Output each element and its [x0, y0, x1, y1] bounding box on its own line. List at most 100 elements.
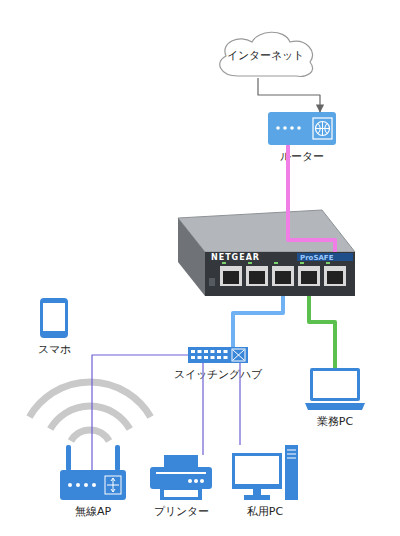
hub-icon: [188, 347, 248, 363]
pc-tower: [285, 445, 298, 500]
node-label: プリンター: [111, 505, 251, 518]
monitor-display: [235, 456, 279, 484]
phone-screen: [43, 303, 65, 331]
network-cable: [233, 296, 283, 347]
hub-port: [224, 356, 228, 359]
router-node: ルーター: [268, 112, 336, 145]
ap-body: [60, 470, 126, 500]
printer-sheet: [164, 490, 198, 497]
node-label: 私用PC: [195, 505, 335, 518]
router-led: [283, 126, 287, 130]
router-globe: [316, 122, 330, 136]
ap-led: [92, 483, 96, 487]
hub-port: [204, 356, 208, 359]
network-cable: [309, 296, 335, 368]
ap-symbol-frame: [105, 476, 121, 494]
laptop-node: 業務PC: [305, 368, 365, 410]
network-cable: [258, 78, 320, 112]
brand-label: ProSAFE: [300, 254, 333, 262]
printer-button: [188, 479, 192, 483]
hub-port: [217, 356, 221, 359]
hub-port: [224, 350, 228, 353]
router-led: [297, 126, 301, 130]
monitor-stand: [253, 489, 261, 495]
wifi-arc: [29, 382, 150, 417]
switch-port-socket: [301, 271, 317, 284]
access-point-node: 無線AP: [60, 470, 126, 500]
hub-body: [188, 347, 248, 363]
printer-tray: [160, 489, 202, 500]
phone-icon: [40, 298, 68, 338]
printer-button: [194, 479, 198, 483]
network-cable: [239, 363, 240, 445]
node-label: インターネット: [210, 28, 320, 78]
network-cable: [92, 355, 188, 470]
printer-button: [200, 479, 204, 483]
wifi-arc: [71, 430, 109, 441]
hub-switch-cross: [233, 350, 244, 360]
switch-port: [324, 266, 346, 286]
switch-power: [209, 278, 215, 286]
printer-slot: [156, 472, 206, 474]
hub-switch-box: [232, 349, 245, 361]
router-icon: [268, 112, 336, 145]
switch-led: [300, 262, 304, 264]
switch-led: [248, 262, 252, 264]
switch-port: [220, 266, 242, 286]
monitor-frame: [232, 453, 282, 489]
laptop-display: [313, 371, 357, 398]
router-led: [290, 126, 294, 130]
hub-port: [191, 356, 195, 359]
hub-port: [204, 350, 208, 353]
ap-icon: [60, 470, 126, 500]
printer-icon: [150, 455, 212, 500]
network-cable: [288, 145, 335, 252]
hub-port: [191, 350, 195, 353]
node-label: 無線AP: [23, 505, 163, 518]
monitor-icon: [232, 445, 298, 500]
switch-side-face: [178, 218, 205, 296]
ap-led: [84, 483, 88, 487]
ap-antenna: [66, 445, 71, 471]
ap-antenna: [115, 445, 120, 471]
node-label: 業務PC: [265, 415, 400, 428]
wifi-arc: [50, 406, 130, 429]
router-led: [276, 126, 280, 130]
switch-front-panel: [205, 252, 355, 296]
wifi-signal: [29, 382, 150, 441]
hub-port: [198, 356, 202, 359]
switch-led: [326, 262, 330, 264]
hub-port: [211, 350, 215, 353]
hub-port: [217, 350, 221, 353]
ap-symbol: [107, 478, 119, 492]
node-label: スマホ: [0, 343, 124, 356]
printer-node: プリンター: [150, 455, 212, 500]
router-globe-frame: [313, 118, 332, 139]
phone-node: スマホ: [40, 298, 68, 338]
printer-body: [150, 467, 212, 489]
switch-port: [246, 266, 268, 286]
phone-body: [40, 298, 68, 338]
ap-led: [68, 483, 72, 487]
switch-port-socket: [327, 271, 343, 284]
switch-port: [272, 266, 294, 286]
printer-paper: [164, 455, 198, 469]
hub-node: スイッチングハブ: [188, 347, 248, 363]
desktop-pc-node: 私用PC: [232, 445, 298, 500]
ap-led: [76, 483, 80, 487]
switch-led: [274, 262, 278, 264]
laptop-screen: [310, 368, 360, 401]
node-label: ルーター: [232, 150, 372, 163]
node-label: NETGEAR: [211, 253, 260, 263]
laptop-base: [305, 403, 365, 410]
node-label: スイッチングハブ: [148, 368, 288, 381]
hub-port: [211, 356, 215, 359]
pc-tower-vents: [287, 450, 296, 458]
hub-port: [198, 350, 202, 353]
router-body: [268, 112, 336, 145]
monitor-base: [244, 495, 270, 500]
router-globe-lines: [316, 122, 330, 136]
